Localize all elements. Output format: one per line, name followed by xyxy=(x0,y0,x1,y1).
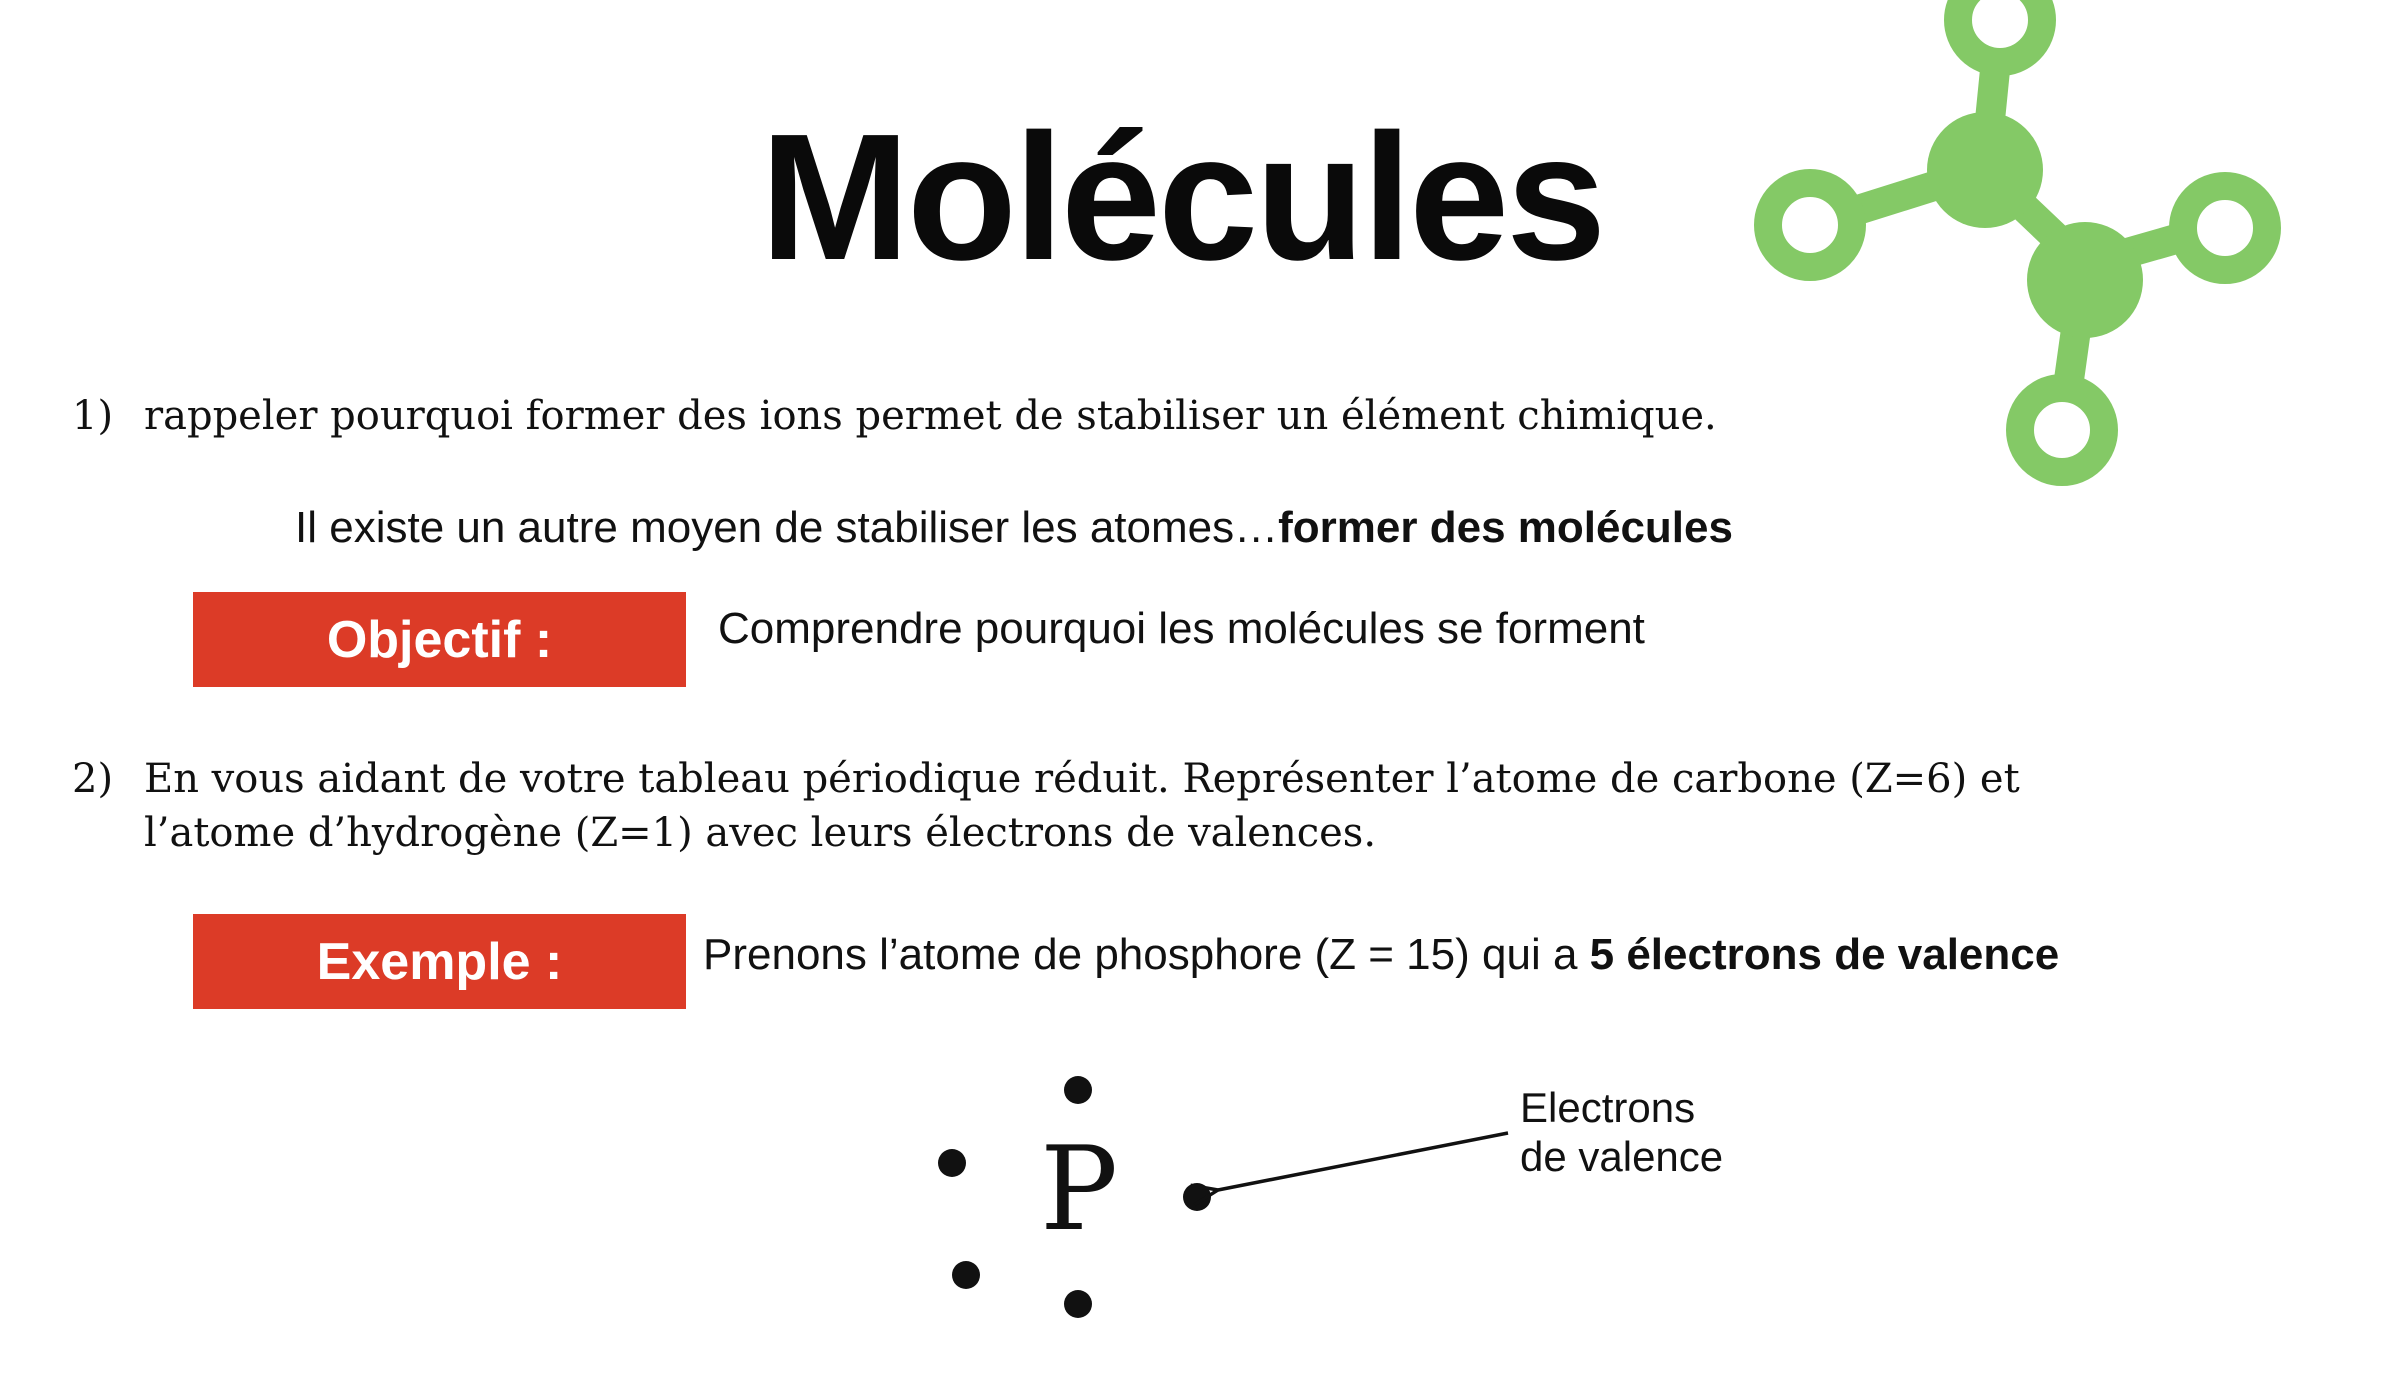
example-text: Prenons l’atome de phosphore (Z = 15) qu… xyxy=(703,930,1590,979)
molecule-icon xyxy=(1754,0,2281,486)
question-2-line-1: En vous aidant de votre tableau périodiq… xyxy=(144,756,2020,802)
example-sentence: Prenons l’atome de phosphore (Z = 15) qu… xyxy=(703,930,2059,980)
lewis-symbol: P xyxy=(1040,1122,1119,1257)
molecule-atom-ring xyxy=(1944,0,2056,76)
objective-badge: Objectif : xyxy=(193,592,686,687)
example-badge: Exemple : xyxy=(193,914,686,1009)
valence-label-line-2: de valence xyxy=(1520,1133,1724,1180)
slide-title: Molécules xyxy=(760,97,1606,298)
valence-electron-dot xyxy=(938,1149,966,1177)
lewis-diagram xyxy=(938,1076,1509,1318)
intro-sentence: Il existe un autre moyen de stabiliser l… xyxy=(295,503,1733,553)
question-2-line-2: l’atome d’hydrogène (Z=1) avec leurs éle… xyxy=(144,810,1377,856)
molecule-atom-ring xyxy=(2169,172,2281,284)
valence-arrow xyxy=(1218,1131,1509,1190)
question-1-number: 1) xyxy=(72,393,114,439)
valence-electron-dot xyxy=(952,1261,980,1289)
question-1: 1) rappeler pourquoi former des ions perm… xyxy=(72,393,1717,439)
valence-electron-dot xyxy=(1064,1076,1092,1104)
question-2-number: 2) xyxy=(72,756,114,802)
objective-text: Comprendre pourquoi les molécules se for… xyxy=(718,604,1645,653)
molecule-atom-core xyxy=(1927,112,2043,228)
molecule-atom-ring xyxy=(2006,374,2118,486)
intro-bold: former des molécules xyxy=(1278,503,1733,552)
question-2: 2) En vous aidant de votre tableau périod… xyxy=(72,752,2020,860)
intro-text: Il existe un autre moyen de stabiliser l… xyxy=(295,503,1279,552)
valence-label-line-1: Electrons xyxy=(1520,1084,1696,1131)
valence-electron-dot xyxy=(1183,1183,1211,1211)
question-1-text: rappeler pourquoi former des ions permet… xyxy=(144,393,1717,439)
molecule-atom-core xyxy=(2027,222,2143,338)
example-bold: 5 électrons de valence xyxy=(1589,930,2060,979)
valence-label: Electrons de valence xyxy=(1520,1083,1723,1181)
valence-electron-dot xyxy=(1064,1290,1092,1318)
molecule-atom-ring xyxy=(1754,169,1866,281)
